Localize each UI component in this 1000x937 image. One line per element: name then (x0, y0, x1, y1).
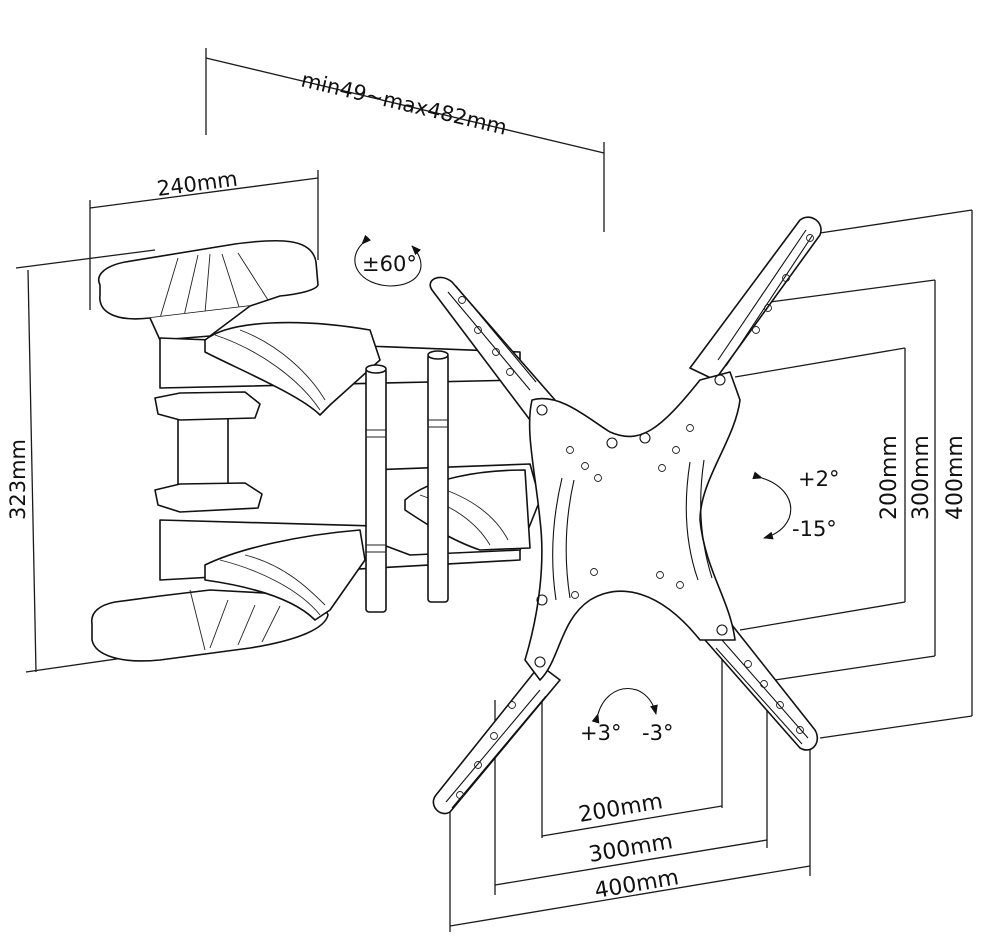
tilt-indicator (752, 471, 792, 540)
dim-plate-width (89, 170, 319, 310)
rotation-indicator (591, 688, 658, 724)
label-vesa-v-300: 300mm (909, 435, 934, 520)
label-swivel: ±60° (362, 252, 417, 276)
label-plate-width: 240mm (156, 167, 239, 201)
label-rotate-left: +3° (580, 721, 621, 745)
label-vesa-v-200: 200mm (877, 435, 902, 520)
dim-arm-extension (205, 48, 605, 232)
label-plate-height: 323mm (6, 439, 30, 520)
label-tilt-up: +2° (798, 467, 839, 491)
label-rotate-right: -3° (642, 721, 673, 745)
label-vesa-v-400: 400mm (943, 435, 968, 520)
label-vesa-h-400: 400mm (593, 865, 681, 904)
vesa-bracket (429, 216, 822, 815)
label-vesa-h-200: 200mm (577, 789, 665, 828)
label-arm-extension: min49~max482mm (299, 68, 509, 140)
swivel-indicator (354, 234, 422, 287)
dim-vesa-vertical (734, 209, 973, 739)
label-tilt-down: -15° (792, 517, 837, 541)
wall-plate (90, 239, 541, 662)
